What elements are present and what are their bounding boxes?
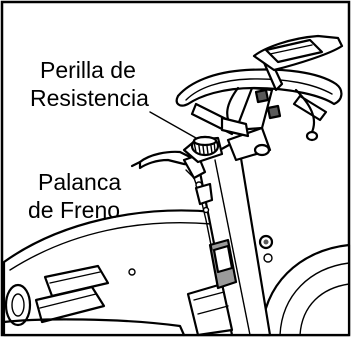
handlebars [175, 68, 343, 157]
flywheel [258, 234, 351, 337]
resistance-knob-label-line2: Resistencia [30, 85, 149, 111]
resistance-knob [182, 135, 224, 164]
shroud-screw [128, 268, 136, 276]
brake-lever-label-line2: de Freno [28, 197, 120, 223]
brake-lever-label-line1: Palanca [38, 169, 121, 195]
console [252, 34, 344, 92]
frame-cover [2, 209, 234, 337]
resistance-knob-label-line1: Perilla de [40, 57, 136, 83]
resistance-knob-leader [149, 111, 197, 139]
bottle-holder [186, 238, 238, 337]
